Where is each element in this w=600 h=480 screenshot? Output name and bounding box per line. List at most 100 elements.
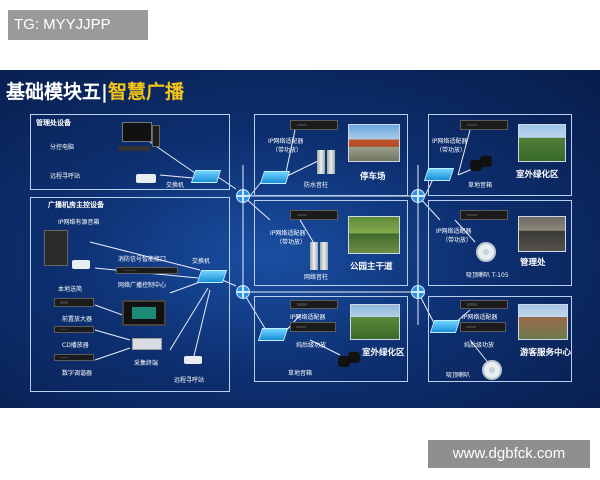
cd-player-label: CD播放器 — [62, 342, 89, 349]
page-title: 基础模块五|智慧广播 — [6, 77, 184, 104]
lawn-speaker-icon — [338, 356, 350, 367]
office-photo — [518, 216, 566, 252]
network-globe-icon — [411, 189, 425, 203]
waterproof-column-speaker-icon — [317, 150, 325, 174]
office-speaker-label: 吸顶喇叭 T-105 — [466, 272, 509, 279]
parking-box — [254, 114, 408, 196]
green-top-speaker-label: 草地音箱 — [468, 182, 493, 189]
parking-adapter-label: IP网络适配器 — [268, 138, 304, 145]
green-bottom-speaker-label: 草地音箱 — [288, 370, 313, 377]
control-switch-icon — [196, 270, 228, 283]
road-photo — [348, 216, 400, 254]
fire-interface-label: 消防信号智能接口 — [118, 256, 167, 263]
visitor-place-label: 游客服务中心 — [520, 348, 572, 358]
visitor-adapter-device — [460, 300, 508, 309]
mgmt-switch-icon — [190, 170, 222, 183]
capture-terminal-label: 采集终端 — [134, 360, 159, 367]
computer-tower-icon — [152, 125, 160, 147]
parking-switch-icon — [259, 171, 291, 184]
network-globe-icon — [411, 285, 425, 299]
cd-player-device — [54, 326, 94, 333]
lawn-speaker-icon — [470, 160, 482, 171]
green-top-adapter-device — [460, 120, 508, 130]
road-speaker-label: 网络音柱 — [304, 274, 329, 281]
ceiling-speaker-icon — [482, 360, 502, 380]
visitor-adapter-label: IP网络适配器 — [462, 314, 498, 321]
green-top-photo — [518, 124, 566, 162]
paging-mic-icon — [136, 174, 156, 183]
parking-amp-note: （带功放） — [272, 147, 303, 154]
control-header: 广播机房主控设备 — [48, 201, 104, 209]
remote-paging-mic-icon — [184, 356, 202, 364]
green-bottom-amp-label: 纯后级功放 — [296, 342, 327, 349]
preamp-device — [54, 298, 94, 307]
parking-photo — [348, 124, 400, 162]
office-amp-note: （带功放） — [442, 237, 473, 244]
touch-panel-icon — [122, 300, 166, 326]
green-bottom-box — [254, 296, 408, 382]
network-column-speaker-icon — [320, 242, 328, 270]
green-bottom-switch-icon — [257, 328, 289, 341]
control-center-label: 网络广播控制中心 — [118, 282, 167, 289]
green-bottom-amp-device — [290, 322, 336, 332]
mgmt-computer-label: 分控电脑 — [50, 144, 75, 151]
green-bottom-adapter-label: IP网络适配器 — [290, 314, 326, 321]
tuner-device — [54, 354, 94, 361]
green-top-switch-icon — [423, 168, 455, 181]
green-top-box — [428, 114, 572, 196]
green-top-amp-note: （带功放） — [436, 147, 467, 154]
mgmt-switch-label: 交换机 — [166, 182, 185, 189]
road-box — [254, 200, 408, 286]
green-bottom-photo — [350, 304, 400, 340]
lawn-speaker-icon — [348, 352, 360, 363]
touch-panel-screen — [132, 307, 156, 319]
watermark: www.dgbfck.com — [428, 440, 590, 468]
office-adapter-label: IP网络适配器 — [436, 228, 472, 235]
control-box — [30, 197, 230, 392]
visitor-speaker-label: 吸顶喇叭 — [446, 372, 471, 379]
keyboard-icon — [118, 146, 150, 151]
network-globe-icon — [236, 285, 250, 299]
tuner-label: 数字调谐器 — [62, 370, 93, 377]
overlay-tag: TG: MYYJJPP — [8, 10, 148, 40]
network-globe-icon — [236, 189, 250, 203]
green-top-place-label: 室外绿化区 — [516, 170, 559, 180]
visitor-amp-label: 纯后级功放 — [464, 342, 495, 349]
capture-terminal-icon — [132, 338, 162, 350]
road-place-label: 公园主干道 — [350, 262, 393, 272]
visitor-amp-device — [460, 322, 506, 332]
mgmt-paging-label: 远程寻呼站 — [50, 173, 81, 180]
visitor-box — [428, 296, 572, 382]
waterproof-column-speaker-icon — [327, 150, 335, 174]
road-amp-note: （带功放） — [276, 239, 307, 246]
remote-paging-label: 远程寻呼站 — [174, 377, 205, 384]
green-bottom-adapter-device — [290, 300, 338, 309]
parking-speaker-label: 防水音柱 — [304, 182, 329, 189]
visitor-switch-icon — [429, 320, 461, 333]
computer-icon — [122, 122, 152, 142]
parking-adapter-device — [290, 120, 338, 130]
green-top-adapter-label: IP网络适配器 — [432, 138, 468, 145]
parking-place-label: 停车场 — [360, 172, 386, 182]
green-bottom-place-label: 室外绿化区 — [362, 348, 405, 358]
control-switch-label: 交换机 — [192, 258, 211, 265]
title-main: 基础模块五| — [6, 81, 108, 103]
visitor-photo — [518, 304, 568, 340]
lawn-speaker-icon — [480, 156, 492, 167]
network-column-speaker-icon — [310, 242, 318, 270]
mgmt-box — [30, 114, 230, 190]
title-highlight: 智慧广播 — [107, 81, 184, 103]
local-paging-mic-icon — [72, 260, 90, 269]
road-adapter-device — [290, 210, 338, 220]
ceiling-speaker-icon — [476, 242, 496, 262]
office-box — [428, 200, 572, 286]
ip-source-label: IP网络有源音箱 — [58, 219, 100, 226]
road-adapter-label: IP网络适配器 — [270, 230, 306, 237]
office-place-label: 管理处 — [520, 258, 546, 268]
diagram-panel: 基础模块五|智慧广播 管理处设备 分控电脑 远程寻呼站 交换机 广播机房主控设备… — [0, 70, 600, 408]
office-adapter-device — [460, 210, 508, 220]
network-control-center-device — [116, 267, 178, 274]
preamp-label: 前置放大器 — [62, 316, 93, 323]
local-paging-label: 本地送简 — [58, 286, 83, 293]
ip-source-speaker-icon — [44, 230, 68, 266]
